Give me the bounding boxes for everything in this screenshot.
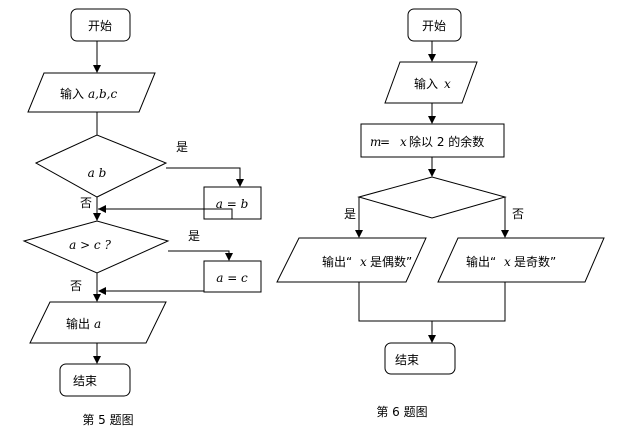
fig6-output-even-box <box>276 237 427 283</box>
fig5-start-terminal <box>70 8 131 42</box>
fig5-yes2-label: 是 <box>188 229 200 243</box>
figure-5: 开始 输入 a,b,c a b 是 a = b 否 a > c ? 是 a = … <box>22 8 262 427</box>
fig6-yes-label: 是 <box>344 207 356 221</box>
fig5-end-label: 结束 <box>73 374 97 388</box>
fig6-start-terminal <box>407 8 462 42</box>
fig5-start-label: 开始 <box>88 19 112 33</box>
fig5-assign1-label: a = b <box>216 197 249 211</box>
fig5-decision2-diamond <box>22 220 170 274</box>
fig5-arrow-yes1 <box>166 167 244 187</box>
fig5-input-box <box>27 72 156 113</box>
fig5-end-terminal <box>59 363 131 397</box>
fig6-out-right-var: x <box>504 255 511 269</box>
fig6-caption: 第 6 题图 <box>376 405 427 419</box>
fig6-input-var: x <box>444 77 451 91</box>
fig5-decision2-label: a > c ? <box>69 238 111 252</box>
fig6-out-left-prefix: 输出“ <box>322 254 352 269</box>
fig5-input-prefix: 输入 <box>60 86 84 101</box>
fig5-decision1-label: a b <box>88 166 107 180</box>
fig5-caption: 第 5 题图 <box>82 413 133 427</box>
fig5-output-box <box>29 301 167 344</box>
fig6-merge-lines <box>358 282 506 322</box>
fig5-no1-label: 否 <box>80 196 92 210</box>
fig6-process-var2: x <box>400 135 407 149</box>
fig5-no2-label: 否 <box>70 279 82 293</box>
fig6-out-left-var: x <box>360 255 367 269</box>
fig5-assign2-box <box>203 260 262 293</box>
fig6-process-var1: m <box>370 135 381 149</box>
fig6-output-odd-box <box>437 237 605 283</box>
fig5-decision1-diamond <box>34 134 168 198</box>
figure-6: 开始 输入 x m = x 除以 2 的余数 是 否 输出“ x 是偶数” 输出… <box>276 8 605 419</box>
fig5-output-var: a <box>94 317 101 331</box>
fig6-input-box <box>384 61 478 104</box>
fig6-out-right-prefix: 输出“ <box>466 254 496 269</box>
fig6-input-prefix: 输入 <box>414 76 438 91</box>
fig5-arrow-yes2 <box>168 250 233 261</box>
fig6-end-terminal <box>384 342 456 375</box>
fig5-assign2-label: a = c <box>216 271 248 285</box>
fig6-out-right-suffix: 是奇数” <box>514 254 556 269</box>
fig6-out-left-suffix: 是偶数” <box>370 254 412 269</box>
fig6-process-text: 除以 2 的余数 <box>409 134 484 149</box>
fig6-start-label: 开始 <box>422 19 446 33</box>
fig6-decision-diamond <box>357 176 507 219</box>
fig5-yes1-label: 是 <box>176 140 188 154</box>
fig6-no-label: 否 <box>512 207 524 221</box>
fig6-process-box <box>360 123 505 158</box>
fig5-input-vars: a,b,c <box>88 87 117 101</box>
fig5-output-prefix: 输出 <box>66 316 90 331</box>
fig6-process-eq: = <box>380 135 390 149</box>
fig6-end-label: 结束 <box>395 353 419 367</box>
